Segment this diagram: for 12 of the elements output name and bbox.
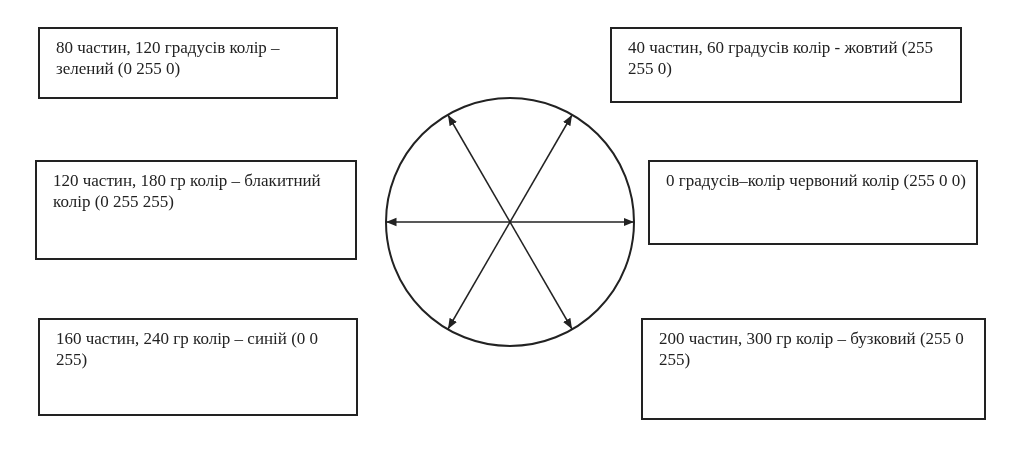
text-box	[641, 318, 986, 420]
text-box	[610, 27, 962, 103]
box-text: 0 градусів–колір червоний колір (255 0 0)	[666, 170, 966, 191]
text-box	[38, 27, 338, 99]
box-text: 40 частин, 60 градусів колір - жовтий (255 255 0)	[628, 37, 934, 79]
box-text: 160 частин, 240 гр колір – синій (0 0 255)	[56, 328, 320, 370]
text-box	[38, 318, 358, 416]
box-text: 120 частин, 180 гр колір – блакитний колір (0 255 255)	[53, 170, 322, 212]
text-box	[35, 160, 357, 260]
text-box	[648, 160, 978, 245]
box-text: 200 частин, 300 гр колір – бузковий (255 0 255)	[659, 328, 965, 370]
box-text: 80 частин, 120 градусів колір –зелений (0 255 0)	[56, 37, 281, 79]
